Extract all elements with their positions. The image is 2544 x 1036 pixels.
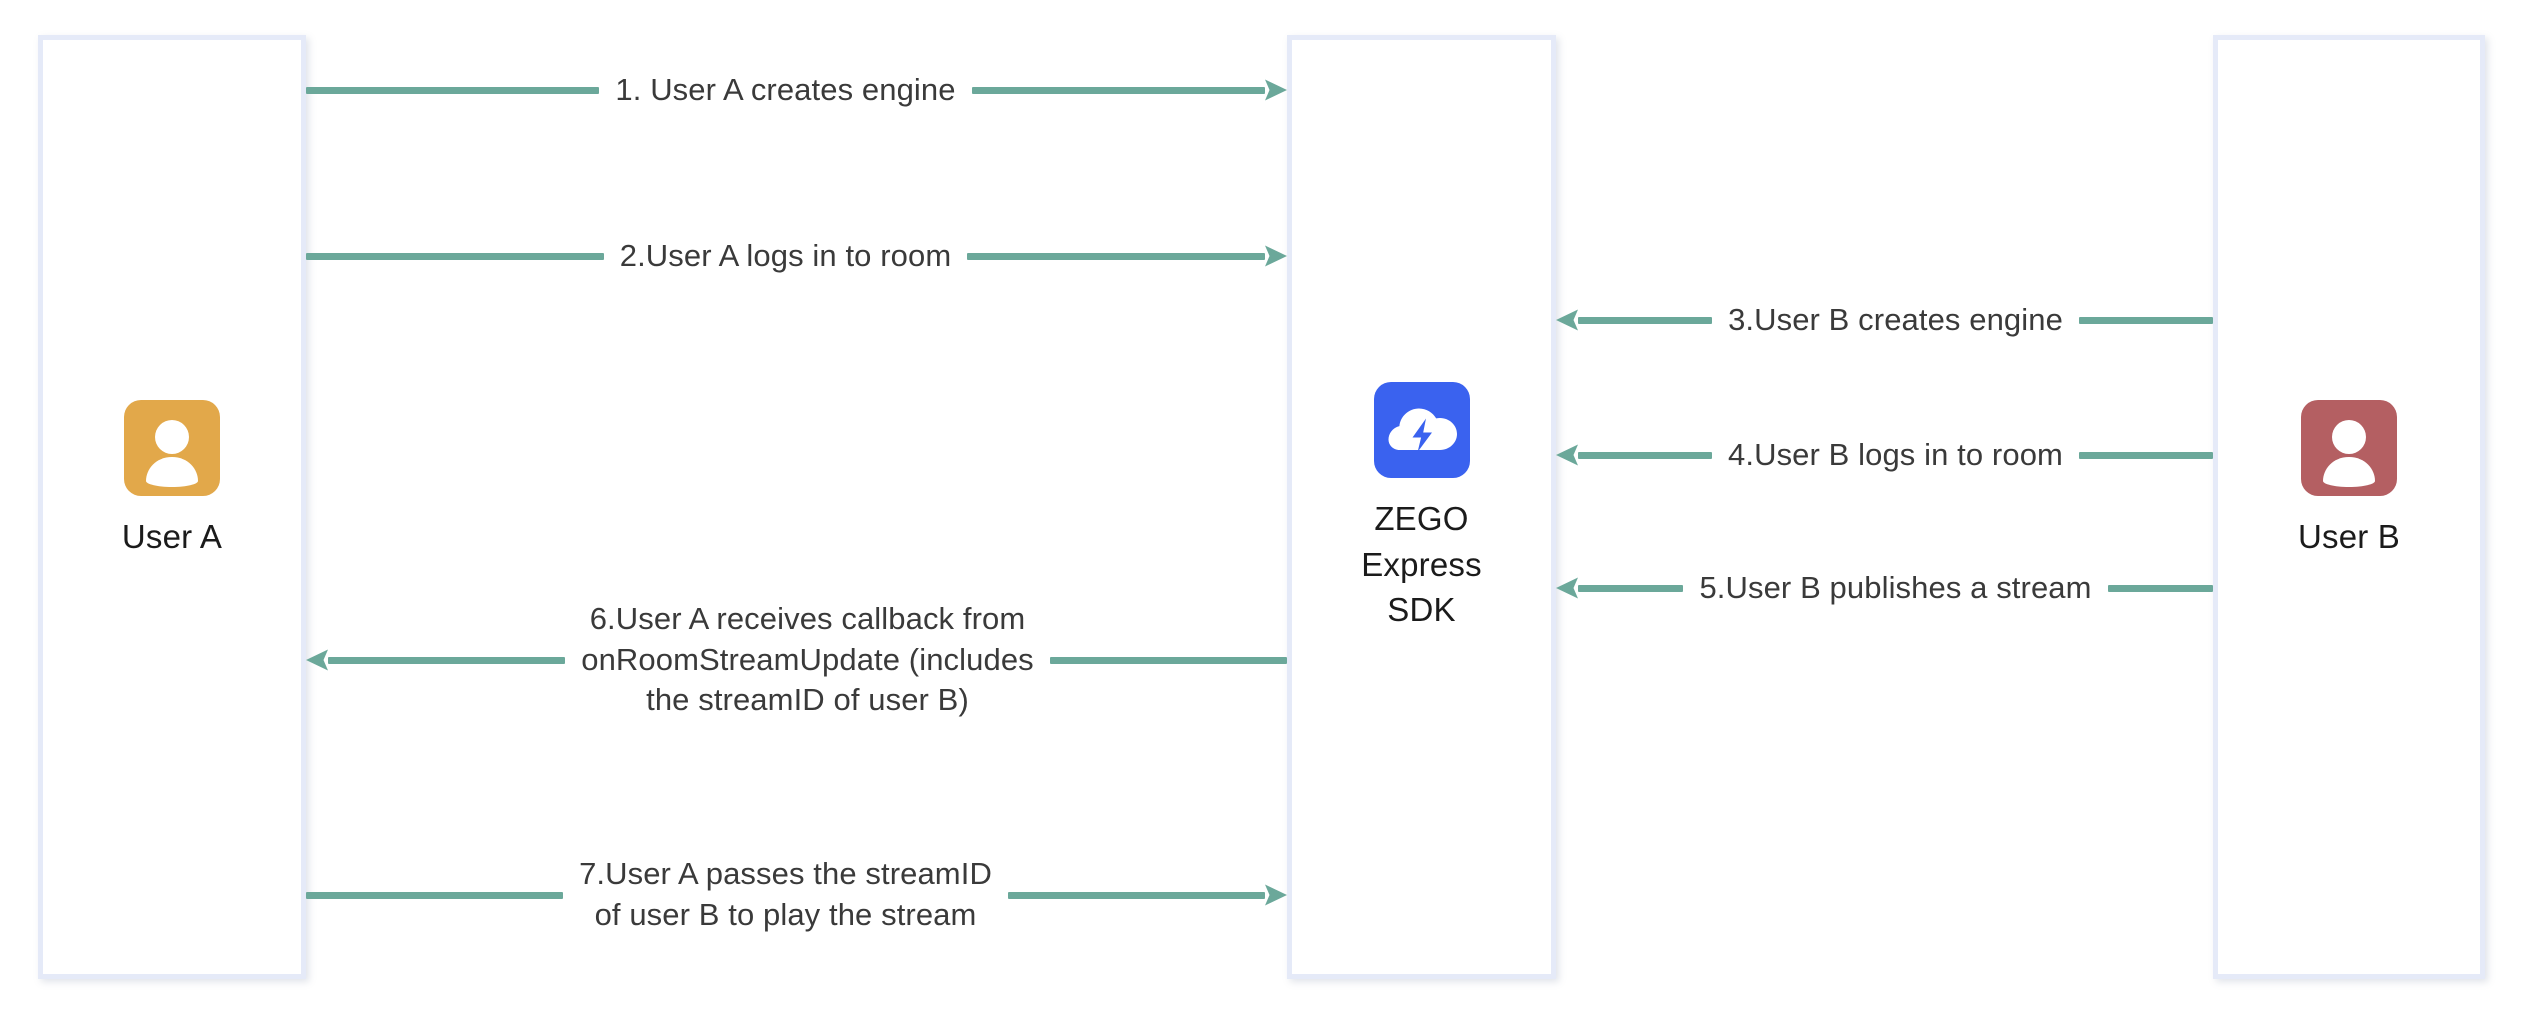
message-label-4: 4.User B logs in to room: [1728, 436, 2063, 472]
arrow-tail: [306, 86, 600, 94]
actor-zego-sdk: ZEGO Express SDK: [1287, 382, 1556, 633]
arrowhead-right-icon: [1265, 243, 1288, 269]
arrowhead-left-icon: [1556, 442, 1578, 468]
arrowhead-left-icon: [1556, 307, 1578, 333]
arrow-shaft: [1578, 584, 1684, 592]
arrowhead-left-icon: [1556, 575, 1578, 601]
arrow-shaft: [328, 656, 566, 664]
zego-cloud-bolt-icon: [1373, 382, 1470, 478]
arrow-tail: [2078, 451, 2213, 459]
arrow-tail: [2107, 584, 2213, 592]
arrow-shaft: [1578, 316, 1713, 324]
lifeline-user-a: [38, 35, 306, 979]
arrowhead-left-icon: [306, 647, 328, 673]
arrow-shaft: [1007, 891, 1265, 899]
actor-user-a: User A: [38, 400, 306, 560]
arrowhead-right-icon: [1265, 77, 1288, 103]
actor-label-user-a: User A: [121, 518, 223, 555]
arrow-shaft: [967, 252, 1266, 260]
lifeline-user-b: [2213, 35, 2485, 979]
message-label-1: 1. User A creates engine: [615, 71, 956, 107]
arrow-shaft: [971, 86, 1266, 94]
actor-label-user-b: User B: [2297, 518, 2401, 555]
arrow-shaft: [1578, 451, 1713, 459]
message-label-7: 7.User A passes the streamID of user B t…: [579, 856, 992, 932]
message-label-6: 6.User A receives callback from onRoomSt…: [581, 600, 1034, 718]
person-icon: [2301, 400, 2397, 496]
message-label-5: 5.User B publishes a stream: [1699, 569, 2092, 605]
arrow-tail: [1049, 656, 1287, 664]
arrow-tail: [306, 252, 604, 260]
message-label-3: 3.User B creates engine: [1728, 301, 2063, 337]
actor-label-zego-sdk: ZEGO Express SDK: [1361, 500, 1482, 629]
arrow-tail: [2078, 316, 2213, 324]
message-label-2: 2.User A logs in to room: [619, 237, 952, 273]
actor-user-b: User B: [2213, 400, 2485, 560]
person-icon: [124, 400, 220, 496]
arrow-tail: [306, 891, 564, 899]
arrowhead-right-icon: [1265, 882, 1287, 908]
lifeline-zego-sdk: [1287, 35, 1556, 979]
